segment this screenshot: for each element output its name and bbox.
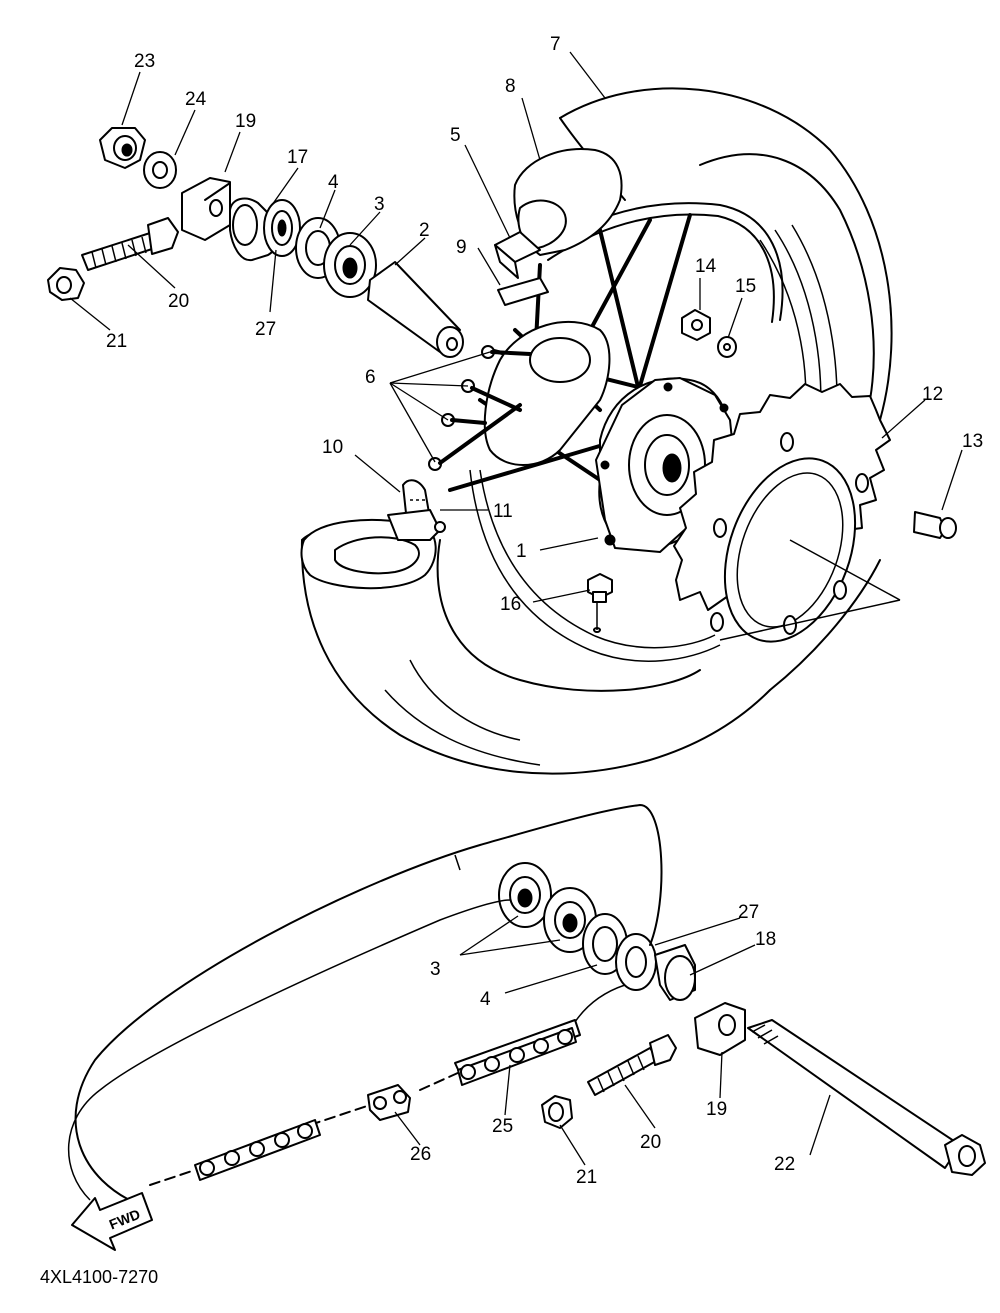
rear-sprocket [673, 383, 901, 643]
callout-8: 8 [505, 76, 516, 97]
callout-10: 10 [322, 437, 343, 458]
callout-27b: 27 [738, 902, 759, 923]
callout-14: 14 [695, 256, 717, 277]
callout-13: 13 [962, 431, 983, 452]
callout-5: 5 [450, 125, 461, 146]
valve-parts [494, 231, 549, 306]
callout-25: 25 [492, 1116, 513, 1137]
callout-22: 22 [774, 1154, 795, 1175]
sprocket-bolt [913, 511, 957, 539]
callout-21b: 21 [576, 1167, 597, 1188]
callout-9: 9 [456, 237, 467, 258]
inner-tube [513, 148, 623, 256]
callout-18: 18 [755, 929, 776, 950]
rim-lock [387, 479, 446, 541]
callout-23: 23 [134, 51, 155, 72]
drive-chain [68, 804, 663, 1251]
callout-20: 20 [168, 291, 189, 312]
callout-17: 17 [287, 147, 308, 168]
callout-12: 12 [922, 384, 943, 405]
callout-6: 6 [365, 367, 376, 388]
callout-20b: 20 [640, 1132, 661, 1153]
callout-24: 24 [185, 89, 207, 110]
callout-4: 4 [328, 172, 339, 193]
valve-nut [587, 573, 613, 633]
rim-nipple-parts [681, 309, 737, 358]
diagram-code: 4XL4100-7270 [40, 1267, 158, 1287]
callout-7: 7 [550, 34, 561, 55]
callout-27: 27 [255, 319, 276, 340]
upper-axle-parts [47, 127, 464, 358]
callout-21: 21 [106, 331, 127, 352]
callout-1: 1 [516, 541, 527, 562]
callout-3: 3 [374, 194, 385, 215]
lower-axle-parts [498, 862, 986, 1176]
callout-26: 26 [410, 1144, 431, 1165]
callout-4b: 4 [480, 989, 491, 1010]
callout-11: 11 [493, 501, 513, 522]
callout-19: 19 [235, 111, 256, 132]
callout-15: 15 [735, 276, 756, 297]
callout-3b: 3 [430, 959, 441, 980]
callout-16: 16 [500, 594, 521, 615]
leader-lines [69, 51, 963, 1166]
callout-labels: 1 2 3 3 4 4 5 6 7 8 9 10 11 12 13 14 15 … [106, 34, 983, 1188]
callout-19b: 19 [706, 1099, 727, 1120]
callout-2: 2 [419, 220, 430, 241]
tire [300, 87, 893, 775]
